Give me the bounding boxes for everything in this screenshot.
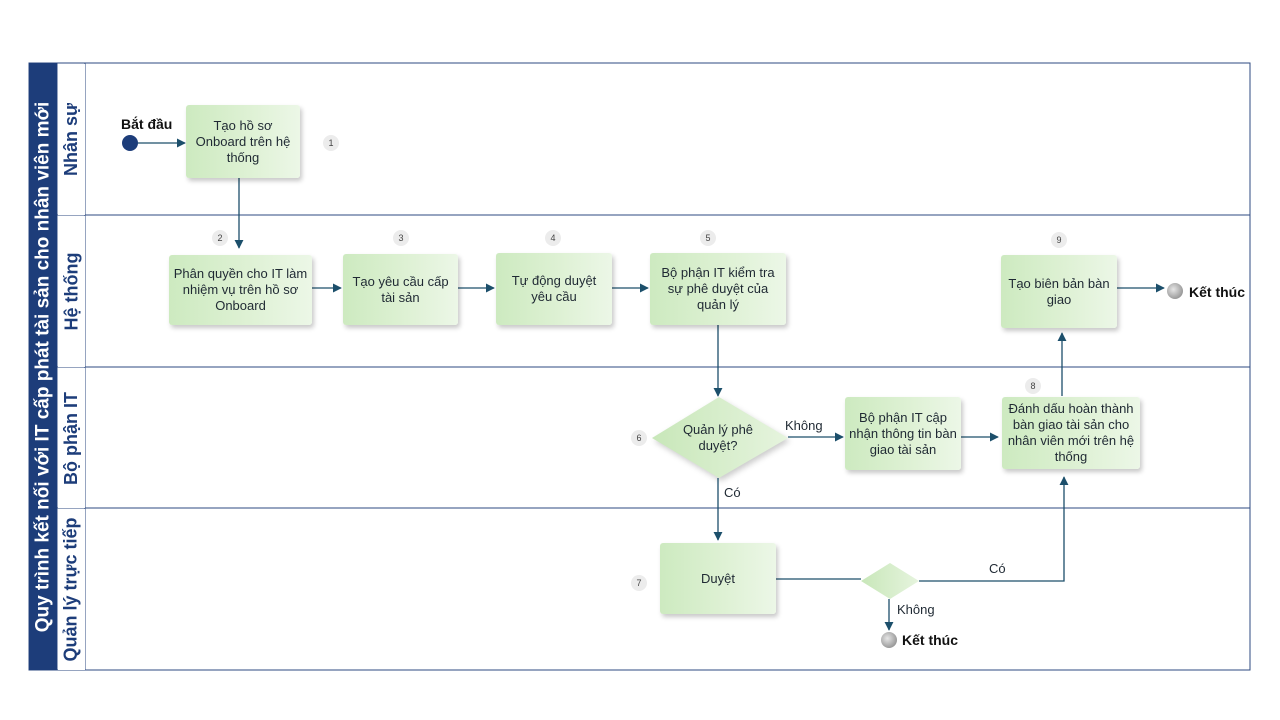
decision-diamond-2 [861,563,919,599]
step-8-box: Đánh dấu hoàn thành bàn giao tài sản cho… [1002,397,1140,469]
step-number-5: 5 [700,230,716,246]
lane-label-it-text: Bộ phận IT [61,391,81,485]
end-node-manager [881,632,897,648]
pool-title-text: Quy trình kết nối với IT cấp phát tài sả… [32,101,54,632]
arrow-d2-yes [919,476,1069,582]
end-label-manager: Kết thúc [902,632,958,648]
step-3-box: Tạo yêu cầu cấp tài sản [343,254,458,325]
step-number-9: 9 [1051,232,1067,248]
step-number-3: 3 [393,230,409,246]
step-number-6: 6 [631,430,647,446]
step-number-4: 4 [545,230,561,246]
edge-label-yes-2: Có [989,561,1006,576]
start-node [122,135,138,151]
lane-label-system: Hệ thống [58,216,85,367]
lane-label-manager-text: Quản lý trực tiếp [61,517,81,662]
lane-label-manager: Quản lý trực tiếp [58,509,85,670]
lane-label-hr-text: Nhân sự [61,102,82,177]
step-9-box: Tạo biên bản bàn giao [1001,255,1117,328]
step-number-1: 1 [323,135,339,151]
decision-approval-text: Quản lý phê duyệt? [682,422,754,453]
step-number-8: 8 [1025,378,1041,394]
step-number-2: 2 [212,230,228,246]
lane-label-it: Bộ phận IT [58,368,85,508]
step-number-7: 7 [631,575,647,591]
pool-title: Quy trình kết nối với IT cấp phát tài sả… [29,63,57,670]
step-5-box: Bộ phận IT kiểm tra sự phê duyệt của quả… [650,253,786,325]
step-7-box: Duyệt [660,543,776,614]
step-2-box: Phân quyền cho IT làm nhiệm vụ trên hồ s… [169,255,312,325]
edge-label-no-2: Không [897,602,935,617]
end-node-system [1167,283,1183,299]
decision-diamond-approval [652,397,788,478]
edge-label-no-1: Không [785,418,823,433]
step-1-box: Tạo hồ sơ Onboard trên hệ thống [186,105,300,178]
lane-label-system-text: Hệ thống [61,252,81,331]
step-6b-box: Bộ phận IT cập nhận thông tin bàn giao t… [845,397,961,470]
start-label: Bắt đầu [121,116,173,132]
edge-label-yes-1: Có [724,485,741,500]
end-label-system: Kết thúc [1189,284,1245,300]
step-4-box: Tự động duyệt yêu cầu [496,253,612,325]
lane-label-hr: Nhân sự [58,64,85,215]
